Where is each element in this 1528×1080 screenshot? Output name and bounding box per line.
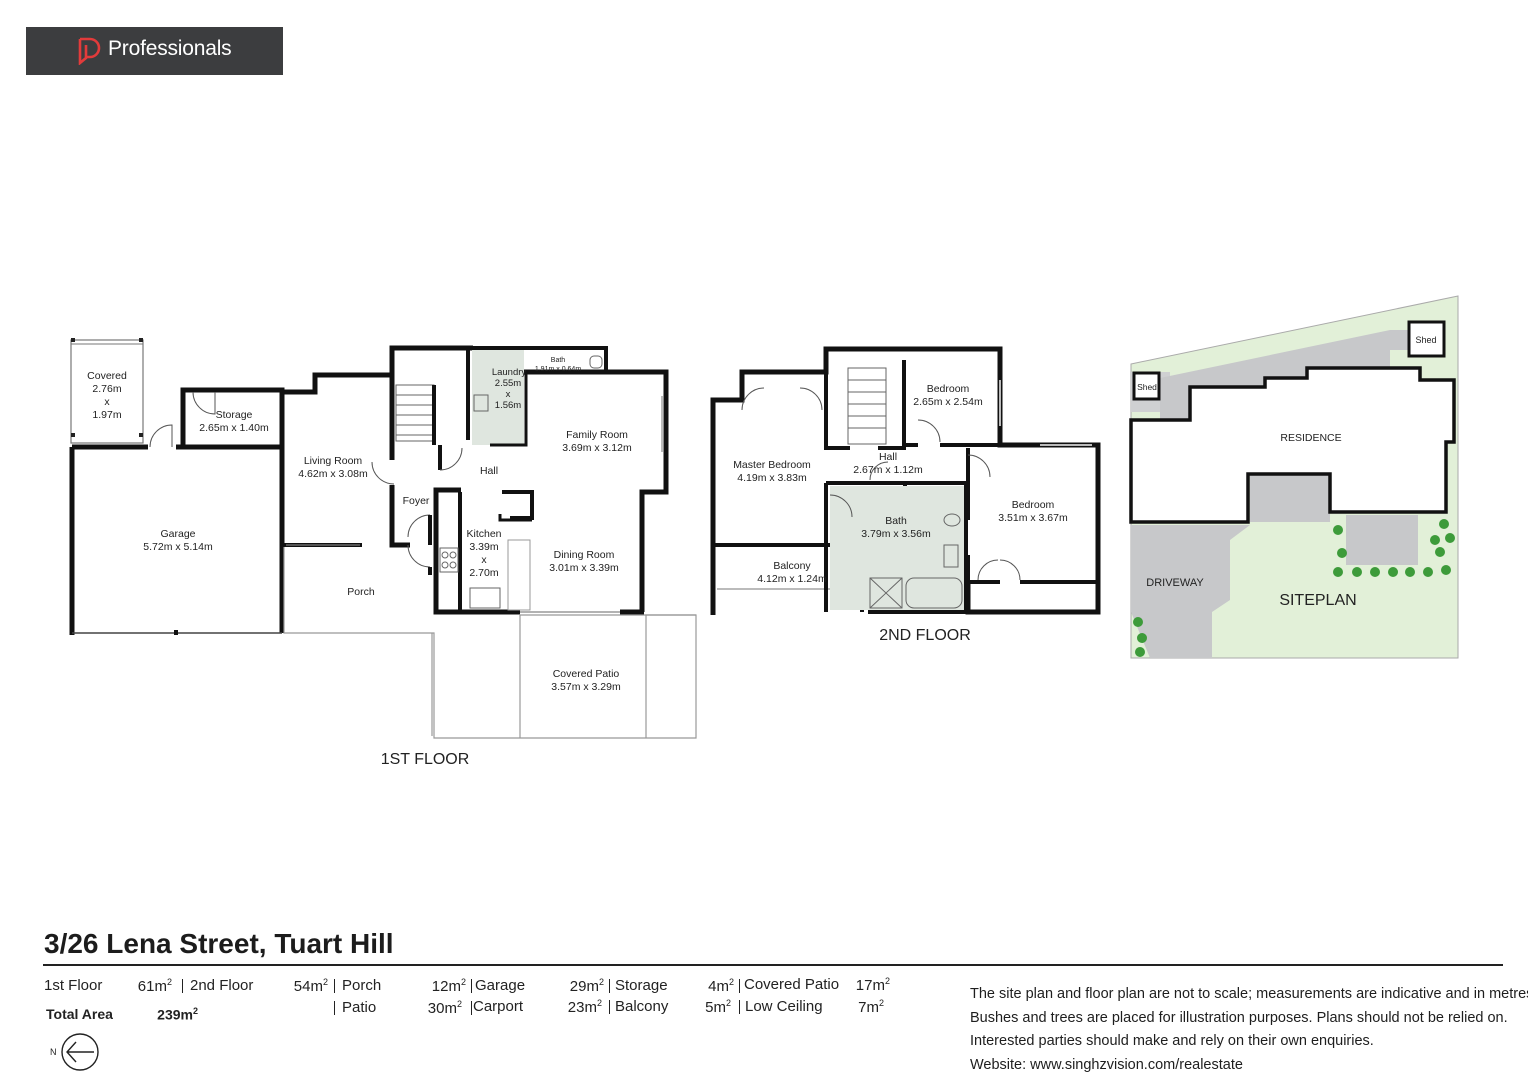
room-covered-dim2: 1.97m: [92, 409, 121, 421]
brand-name: Professionals: [108, 37, 232, 60]
second-floor-plan: [710, 346, 1101, 615]
area-label-patio: Patio: [342, 999, 377, 1016]
area-value-covered-patio: 17m2: [855, 976, 890, 994]
room-hall2-dims: 2.67m x 1.12m: [853, 464, 923, 476]
area-label-first-floor: 1st Floor: [44, 977, 103, 994]
site-plan: [1129, 295, 1459, 659]
area-label-total: Total Area: [46, 1006, 113, 1022]
area-value-porch: 12m2: [431, 977, 466, 995]
site-shed1: Shed: [1415, 335, 1436, 345]
divider-rule: [43, 964, 1503, 966]
separator: [609, 979, 610, 993]
area-value-total: 239m2: [157, 1006, 198, 1023]
room-kitchen-name: Kitchen: [466, 528, 501, 540]
area-value-balcony: 5m2: [705, 998, 731, 1016]
room-balcony-name: Balcony: [773, 560, 811, 572]
room-living-name: Living Room: [304, 455, 363, 467]
area-label-porch: Porch: [342, 977, 382, 994]
area-value-patio: 30m2: [427, 999, 462, 1017]
room-laundry-name: Laundry: [492, 367, 527, 378]
room-covered-name: Covered: [87, 370, 127, 382]
area-value-first-floor: 61m2: [137, 977, 172, 995]
area-value-storage: 4m2: [708, 977, 734, 995]
separator: [471, 1001, 472, 1015]
room-kitchen-x: x: [481, 554, 487, 566]
site-driveway: DRIVEWAY: [1146, 577, 1204, 589]
area-label-carport: Carport: [473, 998, 524, 1015]
area-label-low-ceiling: Low Ceiling: [745, 998, 823, 1015]
room-hall1-name: Hall: [480, 465, 498, 477]
room-bath-small-dims: 1.91m x 0.64m: [535, 366, 581, 373]
room-bed2-dims: 3.51m x 3.67m: [998, 512, 1068, 524]
room-bath2-name: Bath: [885, 515, 907, 527]
room-master-dims: 4.19m x 3.83m: [737, 472, 807, 484]
room-dining-name: Dining Room: [554, 549, 615, 561]
room-garage-name: Garage: [160, 528, 195, 540]
room-patio-dims: 3.57m x 3.29m: [551, 681, 621, 693]
area-label-garage: Garage: [475, 977, 526, 994]
floor-titles: 1ST FLOOR 2ND FLOOR SITEPLAN: [381, 592, 1357, 768]
room-bed1-name: Bedroom: [927, 383, 970, 395]
area-value-low-ceiling: 7m2: [858, 998, 884, 1016]
room-foyer-name: Foyer: [403, 495, 430, 507]
room-dining-dims: 3.01m x 3.39m: [549, 562, 619, 574]
area-label-covered-patio: Covered Patio: [744, 976, 840, 993]
area-value-second-floor: 54m2: [293, 977, 328, 995]
north-arrow-icon: N: [50, 1033, 99, 1071]
area-value-carport: 23m2: [567, 998, 602, 1016]
site-residence: RESIDENCE: [1280, 432, 1341, 444]
room-family-dims: 3.69m x 3.12m: [562, 442, 632, 454]
room-bed1-dims: 2.65m x 2.54m: [913, 396, 983, 408]
room-laundry-dim1: 2.55m: [495, 378, 521, 389]
room-storage-name: Storage: [216, 409, 253, 421]
area-label-second-floor: 2nd Floor: [190, 977, 254, 994]
disclaimer-notes: The site plan and floor plan are not to …: [970, 983, 1528, 1077]
bushes: [1133, 519, 1455, 657]
room-covered-dim1: 2.76m: [92, 383, 121, 395]
room-laundry-x: x: [506, 389, 511, 400]
professionals-logo-icon: [78, 37, 101, 65]
site-shed2: Shed: [1137, 382, 1157, 392]
compass-letter: N: [50, 1047, 57, 1057]
brand-banner: Professionals: [26, 27, 283, 75]
room-covered-x: x: [104, 396, 110, 408]
separator: [334, 1001, 335, 1015]
room-kitchen-dim1: 3.39m: [469, 541, 498, 553]
note-line: Interested parties should make and rely …: [970, 1033, 1374, 1049]
floor-title-siteplan: SITEPLAN: [1279, 592, 1356, 609]
room-kitchen-dim2: 2.70m: [469, 567, 498, 579]
separator: [739, 1000, 740, 1014]
floor-title-first: 1ST FLOOR: [381, 751, 470, 768]
area-label-balcony: Balcony: [615, 998, 669, 1015]
room-patio-name: Covered Patio: [553, 668, 620, 680]
note-line: Website: www.singhzvision.com/realestate: [970, 1056, 1243, 1073]
property-address: 3/26 Lena Street, Tuart Hill: [44, 928, 394, 959]
area-value-garage: 29m2: [569, 977, 604, 995]
room-bath2-dims: 3.79m x 3.56m: [861, 528, 931, 540]
room-garage-dims: 5.72m x 5.14m: [143, 541, 213, 553]
separator: [739, 979, 740, 993]
note-line: The site plan and floor plan are not to …: [970, 986, 1528, 1002]
separator: [471, 979, 472, 993]
separator: [182, 979, 183, 993]
room-living-dims: 4.62m x 3.08m: [298, 468, 368, 480]
room-master-name: Master Bedroom: [733, 459, 811, 471]
room-labels: Covered 2.76m x 1.97m Storage 2.65m x 1.…: [87, 335, 1436, 693]
separator: [609, 1000, 610, 1014]
room-family-name: Family Room: [566, 429, 628, 441]
room-bath-small-name: Bath: [551, 357, 566, 364]
separator: [334, 979, 335, 993]
room-storage-dims: 2.65m x 1.40m: [199, 422, 269, 434]
room-bed2-name: Bedroom: [1012, 499, 1055, 511]
room-balcony-dims: 4.12m x 1.24m: [757, 573, 827, 585]
room-hall2-name: Hall: [879, 451, 897, 463]
floor-title-second: 2ND FLOOR: [879, 627, 971, 644]
area-label-storage: Storage: [615, 977, 668, 994]
room-porch-name: Porch: [347, 586, 375, 598]
first-floor-plan: [69, 338, 697, 739]
room-laundry-dim2: 1.56m: [495, 400, 521, 411]
note-line: Bushes and trees are placed for illustra…: [970, 1009, 1508, 1026]
